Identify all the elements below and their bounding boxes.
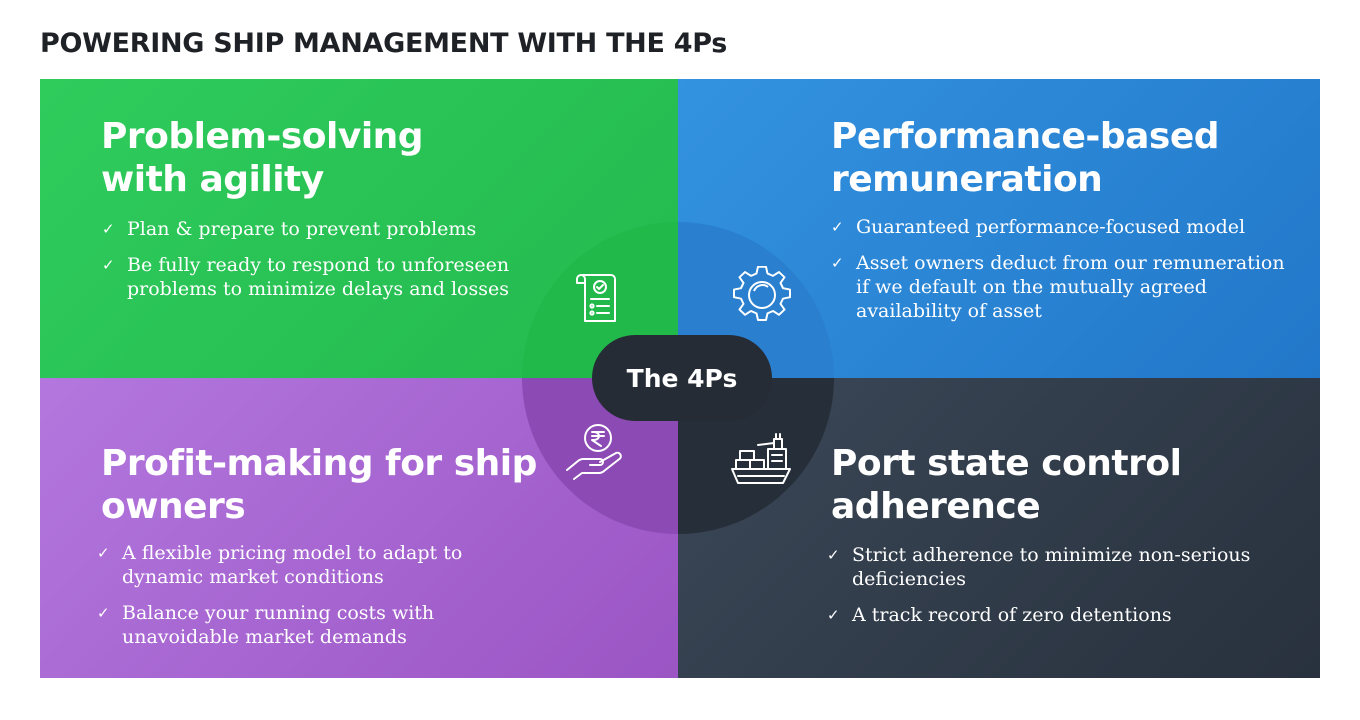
bullet-list-port-state-control: ✓Strict adherence to minimize non-seriou… (825, 543, 1265, 639)
gear-icon (733, 266, 791, 324)
heading-problem-solving: Problem-solving with agility (101, 116, 424, 200)
check-icon: ✓ (97, 604, 110, 622)
bullet-item: ✓Asset owners deduct from our remunerati… (831, 252, 1285, 322)
bullet-item: ✓Balance your running costs with unavoid… (97, 602, 435, 648)
four-ps-diagram: Problem-solving with agility ✓Plan & pre… (40, 79, 1320, 678)
bullet-item: ✓A track record of zero detentions (827, 604, 1172, 626)
bullet-item: ✓A flexible pricing model to adapt to dy… (97, 542, 463, 588)
heading-profit-making: Profit-making for ship owners (101, 443, 537, 527)
check-icon: ✓ (831, 218, 844, 236)
document-check-icon (569, 270, 625, 326)
center-label: The 4Ps (592, 335, 772, 421)
check-icon: ✓ (827, 606, 840, 624)
check-icon: ✓ (827, 546, 840, 564)
rupee-hand-icon (564, 420, 628, 482)
bullet-item: ✓Strict adherence to minimize non-seriou… (827, 544, 1251, 590)
bullet-list-problem-solving: ✓Plan & prepare to prevent problems ✓Be … (100, 217, 540, 313)
bullet-item: ✓Be fully ready to respond to unforeseen… (102, 254, 510, 300)
bullet-item: ✓Plan & prepare to prevent problems (102, 218, 477, 240)
ship-icon (728, 431, 794, 487)
check-icon: ✓ (102, 220, 115, 238)
bullet-list-profit-making: ✓A flexible pricing model to adapt to dy… (95, 541, 515, 661)
check-icon: ✓ (102, 256, 115, 274)
bullet-list-performance-remuneration: ✓Guaranteed performance-focused model ✓A… (829, 215, 1299, 335)
page-title: POWERING SHIP MANAGEMENT WITH THE 4Ps (40, 28, 727, 59)
heading-port-state-control: Port state control adherence (831, 443, 1182, 527)
heading-performance-remuneration: Performance-based remuneration (831, 116, 1220, 200)
check-icon: ✓ (831, 254, 844, 272)
check-icon: ✓ (97, 544, 110, 562)
bullet-item: ✓Guaranteed performance-focused model (831, 216, 1246, 238)
